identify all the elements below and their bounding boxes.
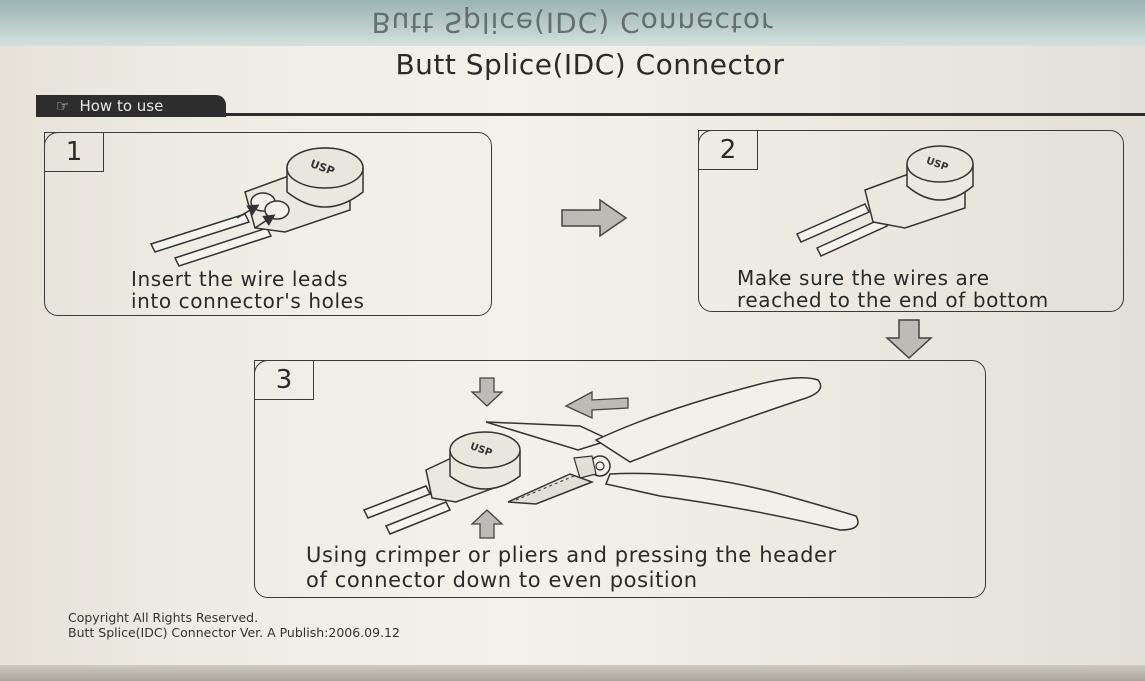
step-3-caption-line: of connector down to even position xyxy=(306,568,698,592)
step-1-connector-illustration: USP xyxy=(149,147,364,267)
wire-lead xyxy=(384,501,452,535)
step-3-caption: Using crimper or pliers and pressing the… xyxy=(306,543,837,593)
step-1-caption-line: Insert the wire leads xyxy=(131,267,349,291)
step-3-crimping-illustration: USP xyxy=(362,377,859,539)
pointing-hand-icon: ☞ xyxy=(56,97,70,115)
wire-lead xyxy=(149,213,251,253)
step-1-caption: Insert the wire leads into connector's h… xyxy=(131,268,365,312)
pliers-upper-handle xyxy=(594,377,822,463)
step-3-caption-line: Using crimper or pliers and pressing the… xyxy=(306,543,837,567)
right-arrow-icon xyxy=(561,198,628,238)
section-rule xyxy=(36,113,1145,116)
wire-lead xyxy=(795,203,871,243)
step-1-caption-line: into connector's holes xyxy=(131,289,365,313)
page-title: Butt Splice(IDC) Connector xyxy=(395,48,785,81)
mirrored-title: Butt Splice(IDC) Connector xyxy=(371,6,774,39)
down-arrow-icon xyxy=(885,319,933,360)
how-to-use-tab: ☞ How to use xyxy=(36,95,226,117)
step-1-number: 1 xyxy=(44,132,104,172)
step-3-panel: 3 xyxy=(254,360,986,598)
bottom-edge xyxy=(0,665,1145,681)
step-1-panel: 1 xyxy=(44,132,492,316)
pliers-lower-jaw xyxy=(507,473,595,505)
pliers-lower-handle xyxy=(604,472,859,531)
reflection-band: Butt Splice(IDC) Connector xyxy=(0,0,1145,46)
how-to-use-label: How to use xyxy=(79,97,164,115)
step-2-number: 2 xyxy=(698,130,758,170)
step-3-number: 3 xyxy=(254,360,314,400)
wire-lead xyxy=(815,217,889,257)
left-arrow-icon xyxy=(564,390,629,420)
version-text: Butt Splice(IDC) Connector Ver. A Publis… xyxy=(68,625,400,640)
press-up-arrow-icon xyxy=(470,509,504,539)
step-2-caption-line: reached to the end of bottom xyxy=(737,288,1049,312)
wire-lead xyxy=(362,485,432,519)
step-2-connector-illustration: USP xyxy=(795,145,974,257)
step-2-panel: 2 xyxy=(698,130,1124,312)
footer-info: Copyright All Rights Reserved. Butt Spli… xyxy=(68,610,400,640)
wire-lead xyxy=(173,227,273,267)
step-2-caption: Make sure the wires are reached to the e… xyxy=(737,267,1049,311)
press-down-arrow-icon xyxy=(470,377,504,407)
copyright-text: Copyright All Rights Reserved. xyxy=(68,610,259,625)
step-2-caption-line: Make sure the wires are xyxy=(737,266,990,290)
